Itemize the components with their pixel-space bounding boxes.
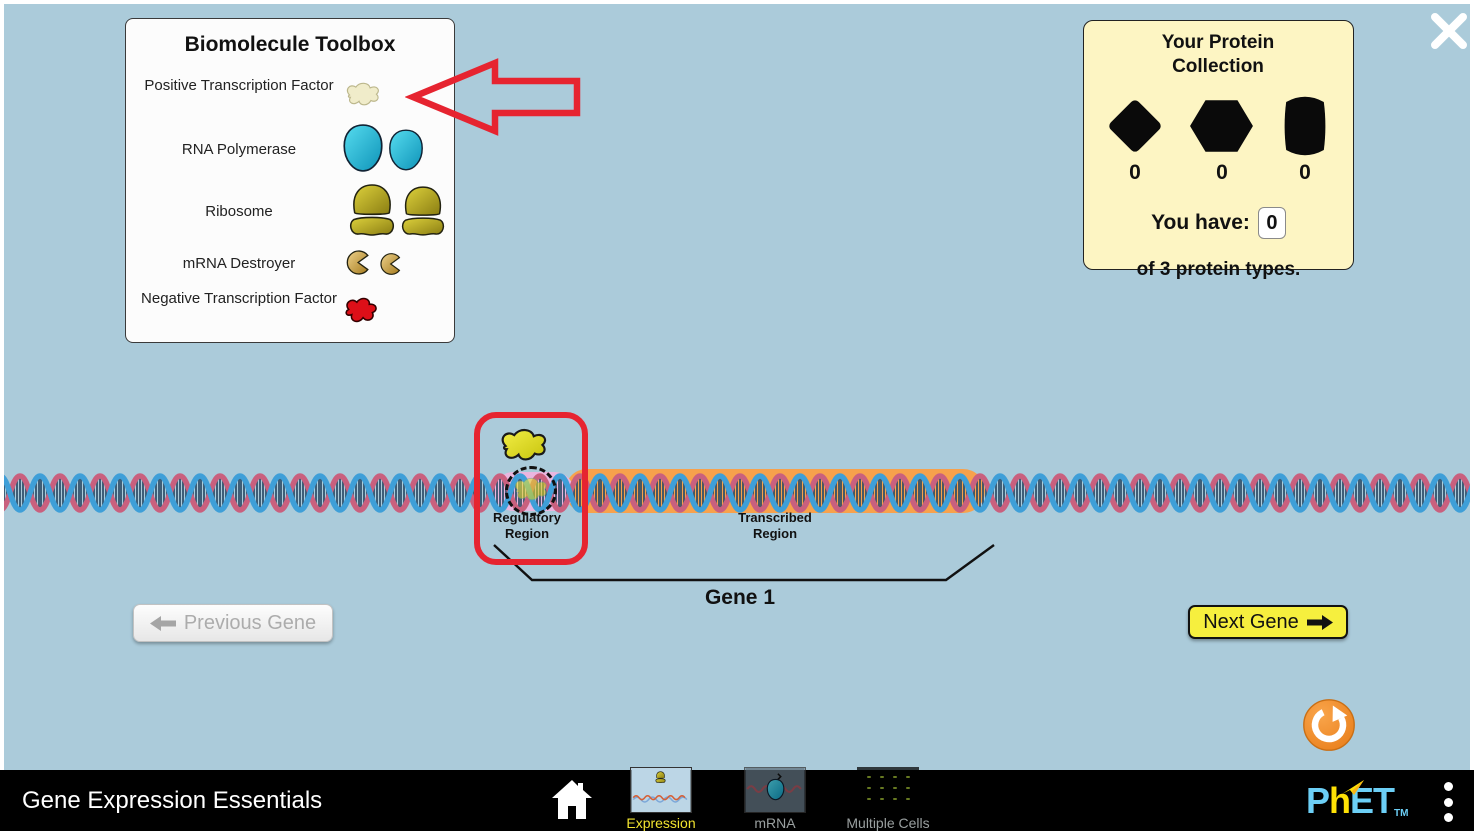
next-gene-button[interactable]: Next Gene — [1188, 605, 1348, 639]
ribosome-icon[interactable] — [348, 181, 396, 239]
protein-cylinder-count: 0 — [1299, 161, 1311, 184]
multiple-cells-thumbnail — [857, 767, 919, 813]
phet-logo-h: h — [1329, 779, 1351, 821]
positive-transcription-factor-label: Positive Transcription Factor — [144, 77, 334, 94]
next-gene-label: Next Gene — [1203, 610, 1299, 633]
phet-logo-p: P — [1306, 779, 1330, 821]
tab-expression-label: Expression — [626, 815, 696, 831]
toolbox-title: Biomolecule Toolbox — [184, 33, 396, 56]
close-icon — [1431, 13, 1467, 49]
gene-label: Gene 1 — [704, 586, 776, 609]
reset-icon — [1311, 705, 1348, 743]
positive-transcription-factor-icon[interactable] — [344, 81, 382, 109]
you-have-count: 0 — [1257, 207, 1286, 239]
phet-logo-tm: TM — [1394, 808, 1409, 819]
rna-polymerase-icon[interactable] — [342, 123, 384, 173]
annotation-rectangle — [474, 412, 588, 565]
menu-dot — [1444, 813, 1453, 822]
biomolecule-toolbox-panel: Biomolecule Toolbox Positive Transcripti… — [125, 18, 455, 343]
play-area: Biomolecule Toolbox Positive Transcripti… — [0, 0, 1474, 770]
protein-diamond-icon — [1106, 93, 1164, 159]
mrna-thumbnail — [744, 767, 806, 813]
protein-hexagon-icon — [1189, 93, 1255, 159]
menu-dot — [1444, 782, 1453, 791]
previous-gene-label: Previous Gene — [183, 611, 317, 634]
protein-collection-panel: Your Protein Collection 0 0 — [1083, 20, 1354, 280]
negative-transcription-factor-icon[interactable] — [341, 295, 379, 326]
previous-gene-button[interactable]: Previous Gene — [133, 604, 333, 642]
expression-thumbnail — [630, 767, 692, 813]
transcribed-region-label: Transcribed Region — [738, 510, 812, 541]
ribosome-icon[interactable] — [400, 183, 446, 239]
rna-polymerase-label: RNA Polymerase — [181, 141, 297, 158]
protein-cylinder-icon — [1282, 93, 1328, 159]
protein-diamond-count: 0 — [1129, 161, 1141, 184]
menu-dot — [1444, 797, 1453, 807]
phet-menu-button[interactable] — [1444, 782, 1456, 822]
attachment-site-circle — [505, 466, 557, 516]
previous-arrow-icon — [149, 615, 176, 631]
negative-transcription-factor-label: Negative Transcription Factor — [141, 290, 337, 307]
reset-all-button[interactable] — [1301, 697, 1357, 753]
tab-mrna-label: mRNA — [754, 815, 796, 831]
annotation-arrow-icon — [405, 58, 581, 136]
dna-strand — [0, 463, 1474, 523]
tab-multiple-cells-label: Multiple Cells — [846, 815, 930, 831]
phet-plane-icon — [1342, 780, 1364, 795]
mrna-destroyer-label: mRNA Destroyer — [182, 255, 296, 272]
mrna-destroyer-icon[interactable] — [344, 249, 374, 276]
next-arrow-icon — [1306, 614, 1333, 630]
navigation-bar: Gene Expression Essentials Expression mR… — [0, 767, 1474, 831]
tab-expression[interactable]: Expression — [621, 767, 701, 831]
protein-collection-title: Your Protein Collection — [1161, 32, 1275, 77]
protein-hexagon-count: 0 — [1216, 161, 1228, 184]
protein-types-footer: of 3 protein types. — [1136, 259, 1301, 280]
home-button[interactable] — [550, 778, 594, 820]
home-icon — [552, 780, 592, 819]
tab-mrna[interactable]: mRNA — [737, 767, 813, 831]
you-have-label: You have: — [1151, 211, 1250, 234]
mrna-destroyer-icon[interactable] — [378, 252, 405, 276]
regulatory-region-label: Regulatory Region — [493, 510, 561, 541]
tab-multiple-cells[interactable]: Multiple Cells — [838, 767, 938, 831]
close-button[interactable] — [1428, 10, 1470, 52]
protein-shape-row: 0 0 0 — [1098, 93, 1338, 185]
ribosome-label: Ribosome — [205, 203, 273, 220]
sim-title: Gene Expression Essentials — [22, 786, 323, 814]
